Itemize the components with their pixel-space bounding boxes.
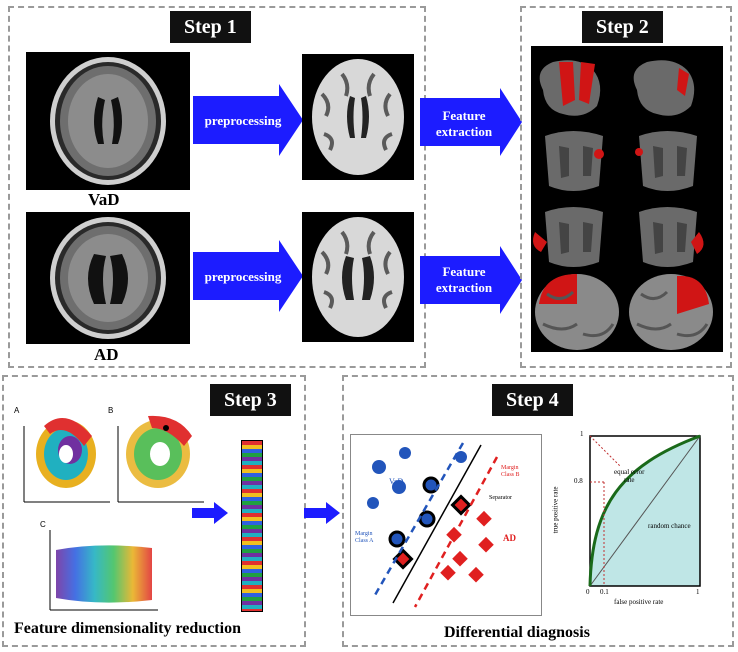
panel-a-label: A <box>14 406 20 415</box>
step1-panel <box>8 6 426 368</box>
label-ad: AD <box>94 345 119 364</box>
mri-ad-raw <box>26 212 190 344</box>
preprocessing-label-bottom: preprocessing <box>204 269 282 284</box>
roc-xtick-0: 0 <box>586 588 590 596</box>
svm-diagram: VaD AD Margin Class A Margin Class B Sep… <box>350 434 542 616</box>
feature-extraction-line1: Feature <box>442 108 486 123</box>
roc-xtick-1: 1 <box>696 588 700 596</box>
feature-extraction-line2: extraction <box>435 280 493 295</box>
feature-vector-bar <box>241 440 263 612</box>
brain-regions-grid <box>531 46 723 352</box>
manifold-plot-b: B <box>108 406 208 506</box>
svm-separator-label: Separator <box>489 495 512 501</box>
mri-vad-raw <box>26 52 190 190</box>
feature-extraction-label-bottom: Feature extraction <box>424 264 504 296</box>
step4-title: Step 4 <box>492 384 573 416</box>
feature-extraction-arrow-bottom <box>420 246 522 314</box>
roc-xtick-01: 0.1 <box>600 588 609 596</box>
mri-ad-preprocessed <box>302 212 414 342</box>
reduction-arrow <box>192 502 228 524</box>
roc-random-chance: random chance <box>648 522 691 530</box>
roc-xlabel: false positive rate <box>614 598 664 606</box>
preprocessing-label-top: preprocessing <box>204 113 282 128</box>
feature-extraction-label-top: Feature extraction <box>424 108 504 140</box>
svm-margin-a: Margin Class A <box>355 531 374 545</box>
svm-margin-b: Margin Class B <box>501 465 520 479</box>
roc-ylabel: true positive rate <box>551 486 560 534</box>
preprocessing-arrow-top <box>193 84 303 156</box>
step4-caption: Differential diagnosis <box>444 624 590 641</box>
svm-margin-b-line1: Margin <box>501 465 519 471</box>
roc-equal-error-line2: rate <box>624 476 635 484</box>
panel-b-label: B <box>108 406 114 415</box>
svm-label-vad: VaD <box>389 477 404 486</box>
feature-extraction-line1: Feature <box>442 264 486 279</box>
brain-regions-illustration <box>533 60 713 350</box>
roc-plot: true positive rate false positive rate 1… <box>552 426 732 616</box>
label-vad: VaD <box>88 190 120 209</box>
feature-extraction-line2: extraction <box>435 124 493 139</box>
svm-label-ad: AD <box>503 533 516 543</box>
step2-panel <box>520 6 732 368</box>
step4-panel <box>342 375 734 647</box>
svm-margin-a-line2: Class A <box>355 538 374 544</box>
roc-ytick-08: 0.8 <box>574 477 583 485</box>
roc-equal-error: equal error rate <box>614 468 645 484</box>
roc-ytick-1: 1 <box>580 430 584 438</box>
manifold-plot-a: A <box>14 406 114 506</box>
panel-c-label: C <box>40 520 46 529</box>
step3-to-step4-arrow <box>304 502 340 524</box>
svm-margin-b-line2: Class B <box>501 472 520 478</box>
roc-equal-error-line1: equal error <box>614 468 645 476</box>
step3-caption: Feature dimensionality reduction <box>14 620 241 637</box>
step1-title: Step 1 <box>170 11 251 43</box>
mri-vad-preprocessed <box>302 54 414 180</box>
step2-title: Step 2 <box>582 11 663 43</box>
feature-extraction-arrow-top <box>420 88 522 156</box>
preprocessing-arrow-bottom <box>193 240 303 312</box>
manifold-plot-c: C <box>40 520 160 612</box>
svm-margin-a-line1: Margin <box>355 531 373 537</box>
step3-title: Step 3 <box>210 384 291 416</box>
